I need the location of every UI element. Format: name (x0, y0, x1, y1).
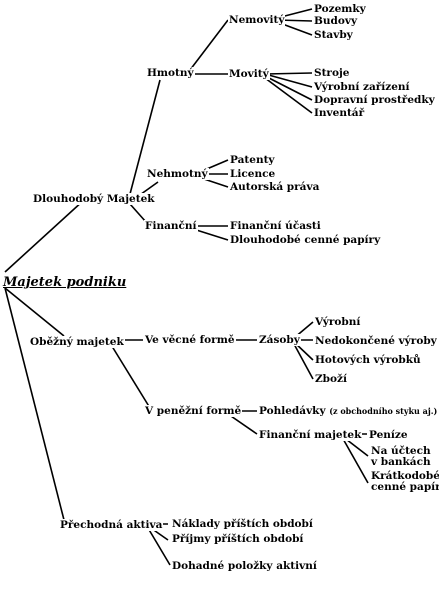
edge-zasoby-zbozi (293, 343, 314, 380)
node-hmotny: Hmotný (146, 67, 195, 79)
node-obezny-majetek: Oběžný majetek (29, 336, 125, 348)
leaf-stavby: Stavby (313, 29, 354, 41)
leaf-inventar: Inventář (313, 107, 366, 119)
node-financni-majetek: Finanční majetek (258, 429, 363, 441)
leaf-naklady-pristich-obdobi: Náklady příštích období (171, 518, 314, 530)
leaf-patenty: Patenty (229, 154, 276, 166)
leaf-nedokoncene-vyroby: Nedokončené výroby (314, 335, 438, 347)
node-movity: Movitý (228, 68, 270, 80)
leaf-financni-ucasti: Finanční účasti (229, 220, 322, 232)
leaf-budovy: Budovy (313, 15, 359, 27)
edge-fm-kratkodobe (341, 436, 369, 484)
node-prechodna-aktiva: Přechodná aktiva (59, 519, 164, 531)
node-ve-vecne-forme: Ve věcné formě (144, 334, 236, 346)
edge-root-dlouhodoby (4, 199, 85, 273)
node-nemovity: Nemovitý (228, 14, 286, 26)
leaf-vyrobni: Výrobní (314, 316, 362, 328)
leaf-dlouhodobe-cenne-papiry: Dlouhodobé cenné papíry (229, 234, 382, 246)
node-zasoby: Zásoby (258, 334, 301, 346)
leaf-kratkodobe-cenne-papiry: Krátkodobé cenné papíry (370, 471, 439, 493)
edge-prechodna-dohadne (147, 527, 171, 566)
edge-penezni-financni-majetek (227, 413, 258, 435)
leaf-autorska-prava: Autorská práva (229, 181, 321, 193)
edge-dlouhodoby-financni (129, 203, 147, 223)
leaf-zbozi: Zboží (314, 373, 348, 385)
edge-hmotny-nemovity (189, 19, 229, 71)
edge-root-obezny (4, 287, 65, 337)
leaf-dohadne-polozky-aktivni: Dohadné položky aktivní (171, 560, 318, 572)
leaf-vyrobni-zarizeni: Výrobní zařízení (313, 81, 411, 93)
leaf-pozemky: Pozemky (313, 3, 367, 15)
pohledavky-label: Pohledávky (259, 405, 326, 417)
edge-root-prechodna (4, 287, 65, 521)
leaf-dopravni-prostredky: Dopravní prostředky (313, 94, 436, 106)
edge-movity-stroje (264, 72, 313, 75)
leaf-licence: Licence (229, 168, 277, 180)
pohledavky-note: (z obchodního styku aj.) (329, 406, 438, 416)
node-nehmotny: Nehmotný (146, 168, 209, 180)
edge-movity-dopravni (264, 75, 313, 101)
leaf-na-uctech-v-bankach: Na účtech v bankách (370, 445, 432, 468)
edge-movity-inventar (264, 77, 313, 114)
edge-dlouhodoby-hmotny (129, 79, 161, 195)
leaf-penize: Peníze (368, 429, 409, 441)
node-financni: Finanční (144, 220, 198, 232)
node-dlouhodoby-majetek: Dlouhodobý Majetek (32, 193, 156, 205)
edge-obezny-penezni (109, 342, 151, 409)
root-title: Majetek podniku (3, 275, 127, 290)
leaf-hotovych-vyrobku: Hotových výrobků (314, 354, 422, 366)
node-pohledavky: Pohledávky (z obchodního styku aj.) (258, 405, 439, 417)
node-v-penezni-forme: V peněžní formě (144, 405, 243, 417)
leaf-prijmy-pristich-obdobi: Příjmy příštích období (171, 533, 305, 545)
leaf-stroje: Stroje (313, 67, 351, 79)
edge-movity-vyrobni (264, 73, 313, 88)
